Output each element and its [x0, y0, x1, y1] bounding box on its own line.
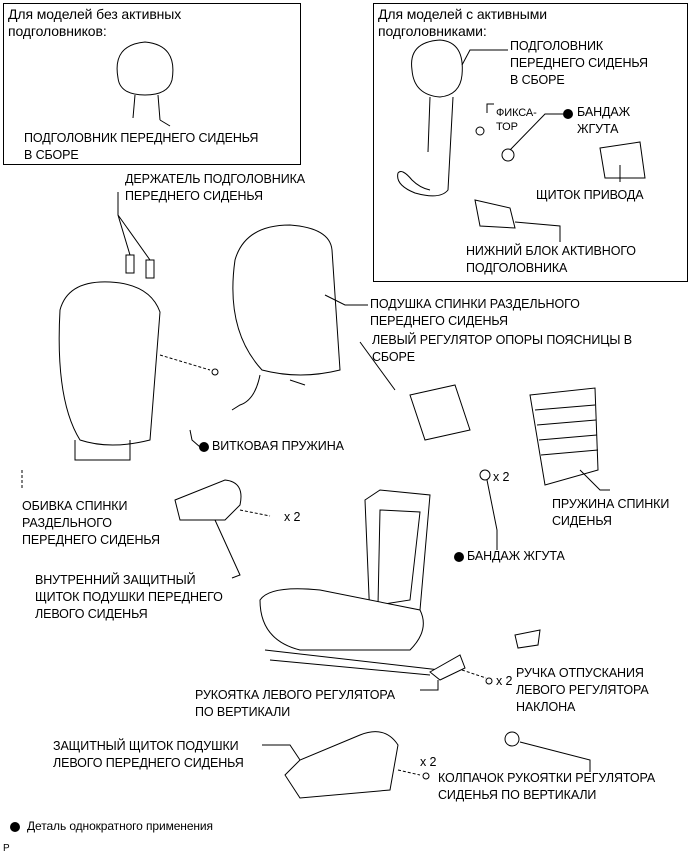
- clamp-part: [501, 148, 515, 162]
- knob-cap-part: [504, 731, 520, 747]
- label-clip: ФИКСА-ТОР: [496, 107, 537, 133]
- quantity-handle-screw: x 2: [496, 674, 513, 688]
- recliner-knob-part: [514, 629, 541, 649]
- single-use-legend-icon: [10, 822, 20, 832]
- label-harness-clamp: БАНДАЖ ЖГУТА: [467, 549, 565, 563]
- actuator-cover-part: [599, 141, 646, 179]
- single-use-icon: [454, 552, 464, 562]
- headrest-active: [397, 39, 508, 197]
- lower-unit-part: [474, 199, 516, 229]
- footer-code: P: [3, 843, 10, 854]
- cushion-shield-part: [284, 731, 399, 799]
- quantity-cushion-shield-screw: x 2: [420, 755, 437, 769]
- legend-text: Деталь однократного применения: [27, 819, 213, 833]
- clip-part: [475, 126, 485, 136]
- seatback-pad-part: [232, 224, 341, 376]
- headrest-no-active: [116, 41, 174, 127]
- quantity-inner-shield-screw: x 2: [284, 510, 301, 524]
- label-coil-spring: ВИТКОВАЯ ПРУЖИНА: [212, 439, 344, 453]
- seatback-spring-part: [529, 387, 610, 491]
- single-use-icon: [199, 442, 209, 452]
- seat-frame-part: [259, 489, 441, 676]
- headrest-supports: [117, 192, 155, 279]
- inner-shield-part: [174, 479, 242, 521]
- vertical-handle-part: [429, 654, 466, 681]
- label-actuator-cover: ЩИТОК ПРИВОДА: [536, 188, 644, 202]
- seatback-cover-part: [58, 281, 161, 446]
- single-use-icon: [563, 109, 573, 119]
- quantity-clamp: x 2: [493, 470, 510, 484]
- box-without-active-headrest: [3, 3, 301, 165]
- box-with-active-headrest: [373, 3, 688, 282]
- lumbar-support-part: [409, 384, 471, 441]
